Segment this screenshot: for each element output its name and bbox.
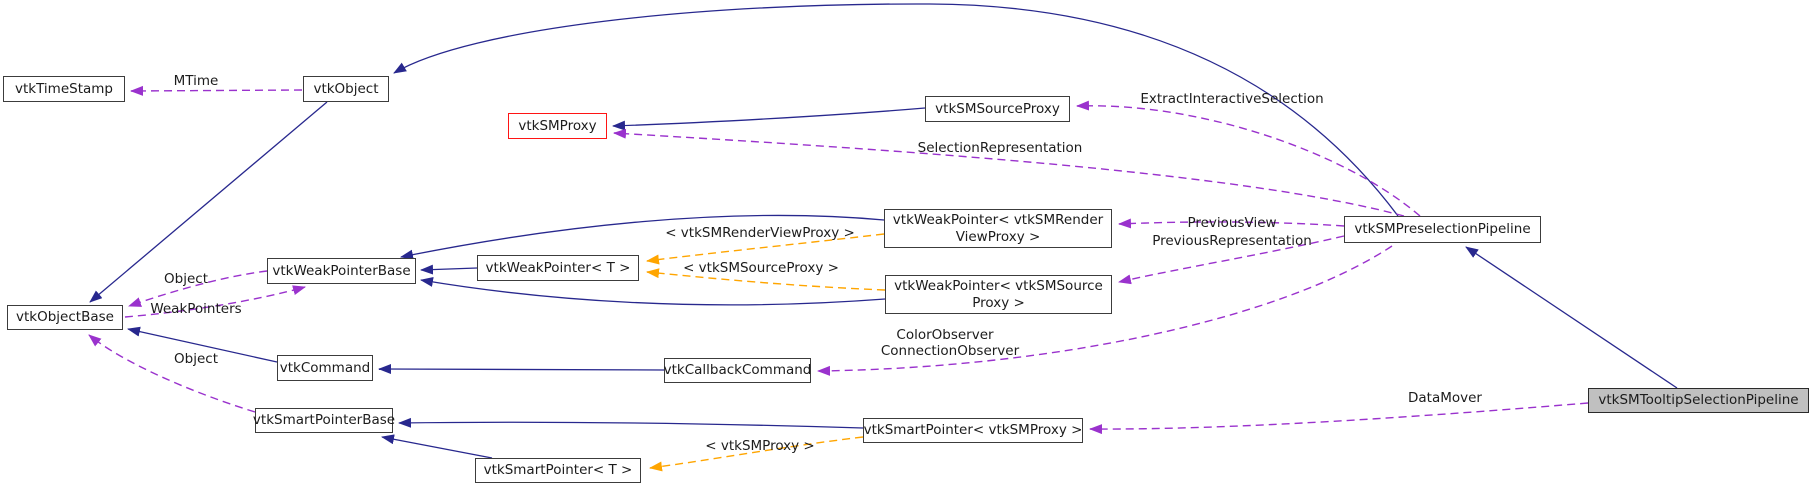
edge-label-tpl-renderviewproxy: < vtkSMRenderViewProxy > <box>665 225 855 241</box>
edge-vtkWeakPointerSource-vtkWeakPointerBase <box>420 277 886 306</box>
node-label: vtkWeakPointer< T > <box>485 259 631 276</box>
edge-label-mtime: MTime <box>173 73 219 89</box>
edge-vtkSMPreselectionPipeline-vtkObject <box>393 3 1399 217</box>
edge-label-weak-pointers: WeakPointers <box>150 301 242 317</box>
edge-vtkObject-vtkObjectBase <box>89 101 328 303</box>
edge-vtkCommand-vtkObjectBase <box>127 326 278 363</box>
edge-label-extract-interactive-selection: ExtractInteractiveSelection <box>1140 91 1324 107</box>
edge-weakpointerbase-object <box>128 270 268 307</box>
edge-tpl-sourceproxy <box>646 268 886 291</box>
edge-label-object-lower: Object <box>174 351 218 367</box>
edge-vtkSmartPointerT-vtkSmartPointerBase <box>381 434 493 459</box>
node-vtkSMProxy[interactable]: vtkSMProxy <box>508 113 607 139</box>
edge-label-tpl-smproxy: < vtkSMProxy > <box>705 438 815 454</box>
edge-data-mover <box>1089 402 1589 435</box>
node-label-line2: Proxy > <box>972 294 1025 311</box>
edge-label-data-mover: DataMover <box>1408 390 1482 406</box>
edge-color-connection-observer <box>817 245 1393 376</box>
node-vtkSMSourceProxy[interactable]: vtkSMSourceProxy <box>925 96 1070 122</box>
node-vtkCallbackCommand[interactable]: vtkCallbackCommand <box>664 358 811 383</box>
node-vtkSMPreselectionPipeline[interactable]: vtkSMPreselectionPipeline <box>1344 216 1541 243</box>
node-vtkWeakPointer-T[interactable]: vtkWeakPointer< T > <box>477 255 639 281</box>
node-label: vtkCallbackCommand <box>663 362 812 379</box>
node-label: vtkObjectBase <box>16 309 114 326</box>
node-label: vtkObject <box>313 80 379 97</box>
node-label: vtkCommand <box>279 359 371 376</box>
node-label: vtkSmartPointer< T > <box>483 462 633 479</box>
edge-label-previous-representation: PreviousRepresentation <box>1152 233 1312 249</box>
edge-vtkWeakPointerRender-vtkWeakPointerBase <box>400 214 885 260</box>
edge-vtkWeakPointerT-vtkWeakPointerBase <box>420 264 478 275</box>
node-vtkWeakPointerBase[interactable]: vtkWeakPointerBase <box>267 258 416 284</box>
node-vtkWeakPointer-vtkSMRenderViewProxy[interactable]: vtkWeakPointer< vtkSMRender ViewProxy > <box>884 209 1112 248</box>
edge-weakpointers <box>124 285 306 318</box>
edge-previous-view <box>1118 218 1345 229</box>
node-vtkSmartPointer-T[interactable]: vtkSmartPointer< T > <box>475 458 641 483</box>
edge-smartpointerbase-object <box>88 334 256 413</box>
edge-extract-interactive-selection <box>1076 100 1421 217</box>
node-vtkTimeStamp[interactable]: vtkTimeStamp <box>3 76 125 102</box>
node-label: vtkSmartPointerBase <box>252 412 396 429</box>
node-label-line1: vtkWeakPointer< vtkSMRender <box>892 211 1104 228</box>
node-vtkSmartPointerBase[interactable]: vtkSmartPointerBase <box>252 408 396 433</box>
edge-vtkObject-vtkTimeStamp <box>130 85 303 96</box>
edge-label-color-observer: ColorObserver <box>896 327 994 343</box>
node-vtkCommand[interactable]: vtkCommand <box>277 355 373 381</box>
node-vtkObjectBase[interactable]: vtkObjectBase <box>7 305 123 330</box>
node-vtkObject[interactable]: vtkObject <box>303 76 389 102</box>
edge-tpl-renderviewproxy <box>646 233 885 265</box>
node-vtkWeakPointer-vtkSMSourceProxy[interactable]: vtkWeakPointer< vtkSMSource Proxy > <box>885 275 1112 314</box>
node-label: vtkSMPreselectionPipeline <box>1354 221 1531 238</box>
edge-tpl-smproxy <box>649 436 864 472</box>
node-vtkSmartPointer-vtkSMProxy[interactable]: vtkSmartPointer< vtkSMProxy > <box>863 418 1083 443</box>
node-label: vtkWeakPointerBase <box>272 262 411 279</box>
node-label: vtkSMSourceProxy <box>935 100 1060 117</box>
node-label-line1: vtkWeakPointer< vtkSMSource <box>894 277 1103 294</box>
edge-label-tpl-sourceproxy: < vtkSMSourceProxy > <box>683 260 839 276</box>
node-label: vtkSmartPointer< vtkSMProxy > <box>863 422 1083 439</box>
edge-vtkCallbackCommand-vtkCommand <box>378 364 665 375</box>
node-label-line2: ViewProxy > <box>955 228 1041 245</box>
edge-previous-representation <box>1118 235 1345 285</box>
edge-vtkSMTooltipSelectionPipeline-vtkSMPreselectionPipeline <box>1465 246 1678 389</box>
edge-label-connection-observer: ConnectionObserver <box>880 343 1020 359</box>
edge-label-selection-representation: SelectionRepresentation <box>917 140 1083 156</box>
node-vtkSMTooltipSelectionPipeline: vtkSMTooltipSelectionPipeline <box>1588 388 1809 413</box>
edge-vtkSMSourceProxy-vtkSMProxy <box>612 107 926 131</box>
edge-selection-representation <box>613 128 1405 217</box>
edge-label-object-upper: Object <box>164 271 208 287</box>
edge-label-previous-view: PreviousView <box>1187 215 1277 231</box>
node-label: vtkSMTooltipSelectionPipeline <box>1598 392 1799 409</box>
edge-vtkSmartPointerProxy-vtkSmartPointerBase <box>398 417 864 429</box>
node-label: vtkSMProxy <box>518 117 597 134</box>
node-label: vtkTimeStamp <box>15 80 113 97</box>
